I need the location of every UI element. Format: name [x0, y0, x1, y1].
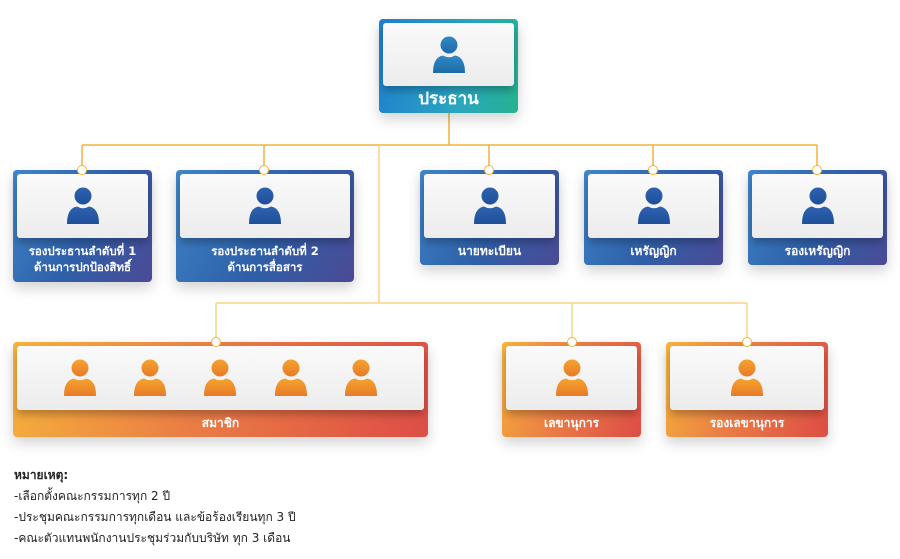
registrar-card[interactable]: นายทะเบียน [420, 170, 559, 265]
card-label: สมาชิก [201, 416, 240, 431]
note-item: -ประชุมคณะกรรมการทุกเดือน และข้อร้องเรีย… [14, 510, 296, 524]
vice-chairman-1-card[interactable]: รองประธานลำดับที่ 1 ด้านการปกป้องสิทธิ์ [13, 170, 152, 282]
person-icon [432, 36, 465, 73]
person-icon [249, 187, 281, 224]
secretary-card[interactable]: เลขานุการ [502, 342, 641, 437]
card-label: เลขานุการ [543, 416, 600, 431]
photo-area [670, 346, 824, 410]
connector-dot [259, 165, 269, 175]
vice-secretary-card[interactable]: รองเลขานุการ [666, 342, 828, 437]
chairman-photo-area [383, 23, 514, 86]
card-label: รองประธานลำดับที่ 2 ด้านการสื่อสาร [176, 238, 354, 282]
photo-area [180, 174, 350, 238]
photo-area [17, 174, 148, 238]
person-icon [204, 359, 237, 396]
photo-area [588, 174, 719, 238]
person-icon [473, 187, 506, 224]
note-item: -คณะตัวแทนพนักงานประชุมร่วมกับบริษัท ทุก… [14, 531, 291, 545]
connector-dot [77, 165, 87, 175]
person-icon [731, 359, 763, 396]
person-icon [274, 359, 307, 396]
person-icon [66, 187, 99, 224]
photo-area [752, 174, 883, 238]
person-icon [637, 187, 670, 224]
card-label-line: ด้านการสื่อสาร [227, 260, 303, 274]
connector-dot [211, 337, 221, 347]
connector-dot [812, 165, 822, 175]
person-icon [801, 187, 834, 224]
treasurer-card[interactable]: เหรัญญิก [584, 170, 723, 265]
person-icon [555, 359, 588, 396]
person-icon [134, 359, 167, 396]
members-card[interactable]: สมาชิก [13, 342, 428, 437]
notes-section: หมายเหตุ: -เลือกตั้งคณะกรรมการทุก 2 ปี -… [14, 465, 296, 549]
vice-chairman-2-card[interactable]: รองประธานลำดับที่ 2 ด้านการสื่อสาร [176, 170, 354, 282]
card-label: นายทะเบียน [457, 244, 522, 259]
photo-area [17, 346, 424, 410]
connector-dot [484, 165, 494, 175]
card-label: เหรัญญิก [630, 244, 677, 259]
photo-area [424, 174, 555, 238]
person-icon [344, 359, 377, 396]
card-label-line: รองประธานลำดับที่ 2 [211, 244, 319, 259]
card-label-line: รองประธานลำดับที่ 1 [28, 244, 137, 259]
chairman-label: ประธาน [418, 89, 479, 110]
card-label-line: ด้านการปกป้องสิทธิ์ [33, 260, 132, 274]
notes-title: หมายเหตุ: [14, 468, 69, 482]
connector-dot [742, 337, 752, 347]
person-icon [64, 359, 97, 396]
card-label: รองเลขานุการ [709, 416, 785, 431]
card-label: รองประธานลำดับที่ 1 ด้านการปกป้องสิทธิ์ [13, 238, 152, 282]
vice-treasurer-card[interactable]: รองเหรัญญิก [748, 170, 887, 265]
photo-area [506, 346, 637, 410]
connector-dot [648, 165, 658, 175]
note-item: -เลือกตั้งคณะกรรมการทุก 2 ปี [14, 489, 171, 503]
chairman-card[interactable]: ประธาน [379, 19, 518, 113]
connector-dot [567, 337, 577, 347]
card-label: รองเหรัญญิก [784, 244, 851, 259]
